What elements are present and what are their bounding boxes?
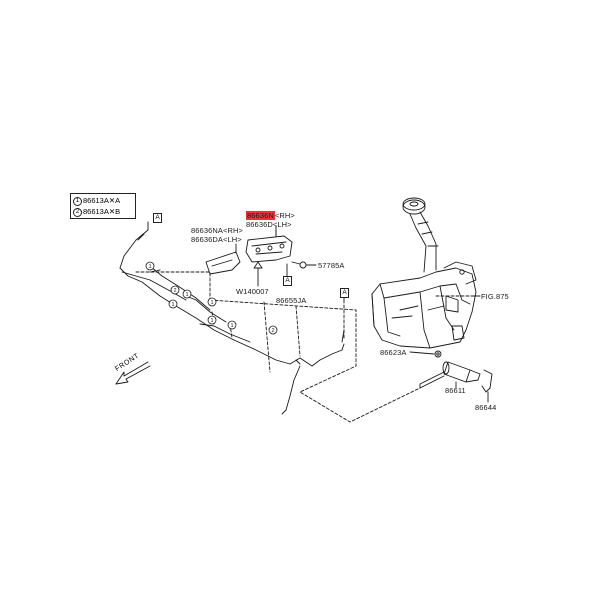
circle-mark-1: 2 (173, 288, 176, 294)
part-86636na-side: <RH> (222, 226, 243, 235)
part-86636da-side: <LH> (222, 235, 242, 244)
circle-mark-3: 1 (185, 292, 188, 298)
label-57785a[interactable]: 57785A (318, 261, 345, 270)
circle-mark-6: 2 (271, 328, 274, 334)
circle-mark-7: 1 (210, 300, 213, 306)
part-86636na[interactable]: 86636NA (191, 226, 223, 235)
label-86644[interactable]: 86644 (475, 403, 497, 412)
circle-mark-4: 1 (210, 318, 213, 324)
part-86636n[interactable]: 86636N (246, 211, 275, 220)
label-fig875[interactable]: FIG.875 (481, 292, 509, 301)
circle-mark-5: 1 (230, 323, 233, 329)
part-86636d[interactable]: 86636D (246, 220, 273, 229)
label-86636n[interactable]: 86636N<RH> (246, 211, 295, 220)
circle-markers (145, 261, 278, 335)
callout-a-nozzle: A (340, 288, 349, 298)
label-w140007[interactable]: W140007 (236, 287, 269, 296)
part-86636d-side: <LH> (272, 220, 292, 229)
label-86655ja[interactable]: 86655JA (276, 296, 307, 305)
label-86623a[interactable]: 86623A (380, 348, 407, 357)
callout-a-bracket: A (283, 276, 292, 286)
front-arrow (115, 361, 151, 385)
legend-text-2: 86613A✕B (83, 207, 121, 216)
part-86636da[interactable]: 86636DA (191, 235, 223, 244)
leader-lines (135, 269, 481, 423)
washer-pump (419, 350, 493, 393)
label-86636da[interactable]: 86636DA<LH> (191, 235, 242, 244)
legend-mark-2: 2 (73, 207, 82, 217)
washer-tank (371, 197, 477, 349)
legend-text-1: 86613A✕A (83, 196, 121, 205)
part-86636n-side: <RH> (274, 211, 295, 220)
circle-marker-labels: 1 2 1 1 1 1 2 1 (148, 264, 274, 334)
circle-mark-0: 1 (148, 264, 151, 270)
circle-mark-2: 1 (171, 302, 174, 308)
label-86611[interactable]: 86611 (445, 386, 466, 395)
callout-a-left: A (153, 213, 162, 223)
washer-hoses (119, 229, 345, 415)
label-86636d[interactable]: 86636D<LH> (246, 220, 292, 229)
legend-mark-1: 1 (73, 196, 82, 206)
label-86636na[interactable]: 86636NA<RH> (191, 226, 243, 235)
